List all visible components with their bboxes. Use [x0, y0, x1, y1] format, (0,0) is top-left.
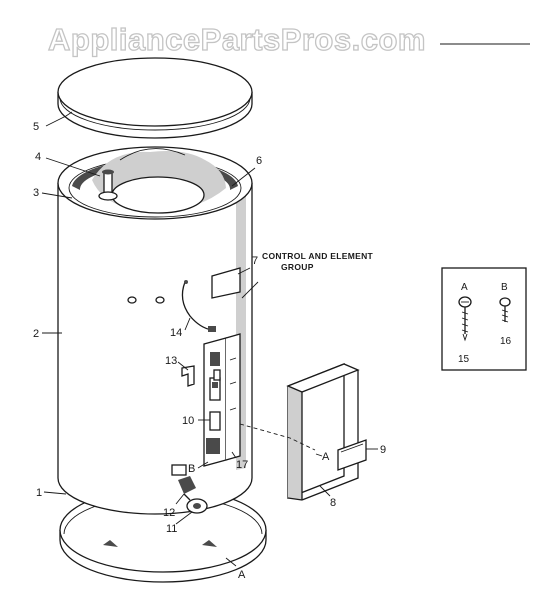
- screw-b-part-number: 16: [500, 336, 512, 347]
- ref-letter-a-base: A: [238, 569, 246, 581]
- group-label-line-1: CONTROL AND ELEMENT: [262, 251, 374, 261]
- shell-hole: [127, 296, 137, 304]
- screw-b-letter: B: [501, 282, 508, 293]
- ref-letter-a-panel: A: [322, 451, 330, 463]
- watermark-text: AppliancePartsPros.com: [48, 22, 426, 57]
- plug-part-11: [186, 498, 208, 514]
- callout-17: 17: [236, 459, 248, 471]
- screw-a-letter: A: [461, 282, 468, 293]
- screw-a-icon: [458, 296, 472, 342]
- callout-12: 12: [163, 507, 175, 519]
- callout-5: 5: [33, 121, 39, 133]
- control-element-group: [203, 333, 241, 467]
- callout-14: 14: [170, 327, 182, 339]
- callout-10: 10: [182, 415, 194, 427]
- insulation-pad-part-9: [337, 439, 367, 471]
- top-cover-part-5: [57, 57, 253, 139]
- ref-letter-b-side: B: [188, 463, 195, 475]
- callout-8: 8: [330, 497, 336, 509]
- callout-13: 13: [165, 355, 177, 367]
- screw-b-icon: [499, 297, 511, 323]
- access-panel-part-8: [286, 363, 360, 501]
- callout-1: 1: [36, 487, 42, 499]
- callout-6: 6: [256, 155, 262, 167]
- alignment-dashed-line: [239, 423, 316, 451]
- callout-3: 3: [33, 187, 39, 199]
- bracket-part-13: [181, 365, 221, 387]
- screw-inset-box: A B 15 16: [441, 267, 527, 371]
- wire-part-14: [181, 280, 216, 332]
- anode-fitting-part-4: [103, 171, 113, 195]
- group-label-line-2: GROUP: [281, 262, 314, 272]
- callout-7: 7: [252, 255, 258, 267]
- callout-2: 2: [33, 328, 39, 340]
- callout-4: 4: [35, 151, 41, 163]
- leader-lines: [41, 111, 378, 567]
- callout-9: 9: [380, 444, 386, 456]
- screw-a-part-number: 15: [458, 354, 470, 365]
- label-part-7: [211, 267, 241, 299]
- shell-hole: [155, 296, 165, 304]
- part-12: [178, 476, 196, 501]
- callout-11: 11: [166, 523, 177, 535]
